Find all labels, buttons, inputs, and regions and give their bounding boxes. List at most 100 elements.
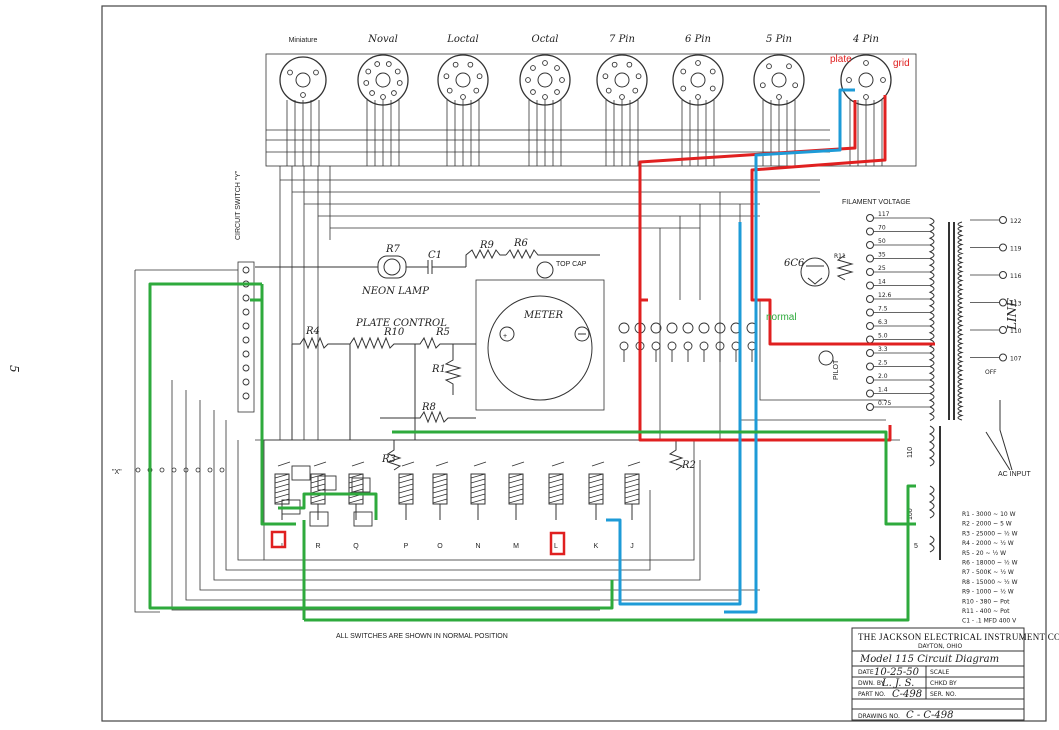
drawn-label: DWN. BY [858, 680, 885, 687]
line-tap [999, 353, 1007, 362]
parts-list-entry: R8 - 15000 ~ ½ W [962, 579, 1018, 586]
parts-list-entry: R3 - 25000 ~ ½ W [962, 530, 1018, 537]
grid-annotation: grid [893, 58, 910, 69]
parts-list-entry: R4 - 2000 ~ ½ W [962, 540, 1014, 547]
filament-tap-label: 35 [878, 252, 886, 259]
switch-wafer [291, 465, 311, 481]
switch-letter: Q [353, 543, 359, 550]
switch-x-contact [207, 467, 213, 473]
pilot-lamp [818, 350, 834, 366]
line-tap-label: 116 [1010, 273, 1022, 280]
title-block: THE JACKSON ELECTRICAL INSTRUMENT CO. DA… [851, 627, 1059, 721]
socket-label: 4 Pin [852, 34, 879, 45]
resistor-r2 [668, 440, 684, 471]
switch-y-contact [242, 322, 250, 330]
switch-wafer [353, 511, 373, 527]
filament-tap-label: 2.0 [878, 373, 888, 380]
label-r1: R1 [431, 364, 446, 375]
filament-tap [866, 376, 874, 384]
switch-x-contact [159, 467, 165, 473]
part-label: PART NO. [858, 691, 886, 698]
filament-tap-label: 1.4 [878, 387, 888, 394]
line-tap [999, 271, 1007, 279]
switch-letter: L [554, 543, 558, 550]
selector-contact [682, 322, 694, 334]
company-city: DAYTON, OHIO [918, 643, 963, 650]
label-r8: R8 [421, 402, 436, 413]
label-r2: R2 [681, 460, 696, 471]
checked-label: CHKD BY [930, 680, 957, 687]
label-neon-lamp: NEON LAMP [361, 286, 429, 297]
switch-x: "X" [112, 467, 225, 476]
label-plate-control: PLATE CONTROL [355, 318, 447, 329]
part-value: C-498 [892, 689, 922, 700]
filament-tap-label: 14 [878, 279, 886, 286]
note-switches: ALL SWITCHES ARE SHOWN IN NORMAL POSITIO… [336, 633, 508, 640]
switch-x-contact [195, 467, 201, 473]
switch-letter: K [594, 543, 599, 550]
drawn-value: L. J. S. [881, 678, 914, 689]
socket-panel-outline [265, 53, 917, 167]
resistors-r4-r10-r5 [292, 336, 476, 350]
scale-label: SCALE [930, 669, 949, 676]
switch-x-contact [171, 467, 177, 473]
winding-110 [928, 425, 935, 467]
socket-label: 5 Pin [766, 34, 792, 45]
filament-tap-label: 3.3 [878, 346, 888, 353]
filament-tap [866, 335, 874, 344]
filament-tap-label: 70 [878, 225, 886, 232]
socket-body [279, 56, 327, 104]
filament-voltage-label: FILAMENT VOLTAGE [842, 199, 911, 206]
drawing-number-label: DRAWING NO. [858, 713, 900, 720]
tube-6c6-symbol [800, 257, 830, 287]
parts-list-entry: R5 - 20 ~ ½ W [962, 550, 1006, 557]
red-box-switch-l [549, 531, 566, 556]
resistor-r9 [465, 248, 506, 267]
top-cap-terminal [536, 261, 554, 279]
date-label: DATE [858, 669, 874, 676]
line-label: LINE [1005, 298, 1019, 331]
plate-control: PLATE CONTROL R4 R10 R5 R1 R8 R3 R2 [291, 318, 696, 471]
resistor-r1 [444, 344, 462, 395]
switch-letter: P [404, 543, 409, 550]
winding-100 [928, 485, 935, 519]
socket-body [519, 54, 571, 106]
circuit-switch-label: CIRCUIT SWITCH "Y" [235, 170, 242, 240]
switch-letter: N [475, 543, 480, 550]
filament-tap-label: 25 [878, 265, 886, 272]
label-6c6: 6C6 [784, 258, 805, 269]
switch-y-contact [242, 364, 250, 372]
switch-letter: J [630, 543, 634, 550]
filament-tap [866, 349, 874, 357]
switch-y-contact [242, 392, 250, 400]
line-tap-label: 110 [1010, 328, 1022, 335]
meter-negative-terminal [574, 326, 590, 342]
label-r5: R5 [435, 327, 450, 338]
meter-body [487, 295, 593, 401]
label-r6: R6 [513, 238, 529, 249]
svg-text:+: + [503, 333, 507, 340]
line-tap-label: 107 [1010, 356, 1022, 363]
label-r9: R9 [479, 240, 495, 251]
plate-annotation: plate [830, 54, 852, 65]
filament-tap [866, 403, 874, 411]
filament-tap [866, 322, 874, 330]
filament-tap-label: 50 [878, 238, 886, 245]
page-number: 5 [7, 365, 21, 373]
label-meter: METER [523, 310, 564, 321]
parts-list: R1 - 3000 ~ 10 WR2 - 2000 ~ 5 WR3 - 2500… [962, 511, 1018, 625]
filament-tap-label: 117 [878, 211, 890, 218]
date-value: 10-25-50 [874, 667, 920, 678]
switch-y-contact [242, 350, 250, 358]
filament-tap [866, 241, 874, 249]
company-name: THE JACKSON ELECTRICAL INSTRUMENT CO. [858, 632, 1059, 642]
winding-5-label: 5 [914, 543, 918, 550]
label-r3: R3 [381, 454, 396, 465]
socket-label: 7 Pin [609, 34, 635, 45]
socket-label: Noval [367, 34, 398, 45]
serial-label: SER. NO. [930, 691, 956, 698]
resistor-r11 [836, 254, 854, 281]
ac-input-label: AC INPUT [998, 471, 1031, 478]
switch-y-contact [242, 294, 250, 302]
